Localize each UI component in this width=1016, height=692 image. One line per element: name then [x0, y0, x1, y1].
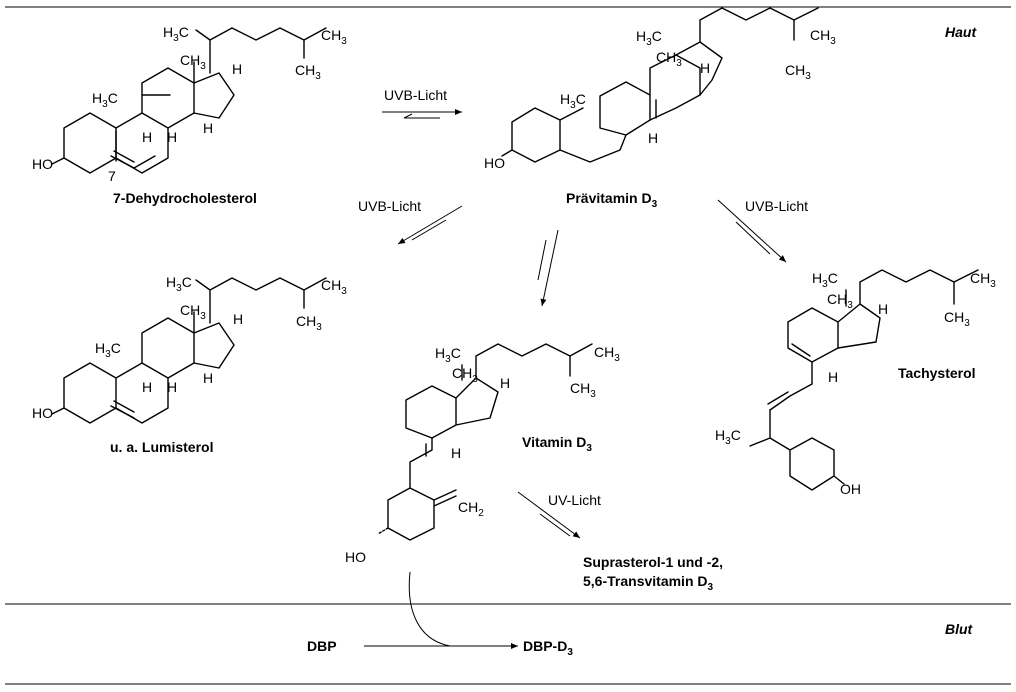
arrow-dhc-to-previtamin	[382, 109, 462, 119]
atom-ho-3: HO	[32, 405, 53, 421]
atom-ch3-4c: CH3	[452, 365, 478, 385]
atom-ch3-5c: CH3	[827, 291, 853, 311]
atom-ch3-4a: CH3	[594, 344, 620, 364]
region-label-skin: Haut	[945, 24, 977, 40]
label-dbp-d3: DBP-D3	[523, 638, 573, 658]
atom-ch3-1c: CH3	[180, 52, 206, 72]
atom-oh-5: OH	[840, 481, 861, 497]
atom-h-2b: H	[648, 130, 658, 146]
atom-h3c-5: H3C	[715, 427, 741, 447]
structure-vitamin-d3	[377, 343, 593, 541]
label-suprasterol-line2: 5,6-Transvitamin D3	[583, 573, 714, 593]
structure-previtamin-d3	[501, 7, 819, 163]
label-tachysterol: Tachysterol	[898, 365, 976, 381]
atom-ch3-5a: CH3	[970, 270, 996, 290]
atom-ch3-3a: CH3	[321, 277, 347, 297]
structure-7-dehydrocholesterol	[51, 27, 327, 174]
atom-h-1a: H	[142, 129, 152, 145]
atom-ch3-1b: CH3	[295, 62, 321, 82]
atom-h-4b: H	[451, 445, 461, 461]
atom-h-2a: H	[700, 60, 710, 76]
atom-h-4a: H	[500, 375, 510, 391]
atom-h3c-side-chain-3: H3C	[166, 274, 192, 294]
atom-h-3c: H	[167, 379, 177, 395]
atom-h3c-side-chain-2: H3C	[636, 28, 662, 48]
atom-ch3-2b: CH3	[785, 62, 811, 82]
label-dbp: DBP	[307, 638, 337, 654]
atom-h-3d: H	[203, 370, 213, 386]
arrow-previtamin-to-lumisterol	[397, 205, 463, 245]
atom-ch3-5b: CH3	[944, 309, 970, 329]
structure-lumisterol	[51, 277, 327, 424]
label-lumisterol: u. a. Lumisterol	[110, 439, 213, 455]
label-7-dehydrocholesterol: 7-Dehydrocholesterol	[113, 190, 257, 206]
structure-tachysterol	[749, 269, 979, 491]
atom-h-3a: H	[233, 311, 243, 327]
atom-ho-1: HO	[32, 156, 53, 172]
atom-h-1b: H	[167, 129, 177, 145]
atom-ch3-4b: CH3	[570, 380, 596, 400]
label-previtamin-d3: Prävitamin D3	[566, 190, 658, 210]
atom-h3c-side-chain-5: H3C	[812, 270, 838, 290]
arrow-vitamin-to-suprasterol	[517, 491, 581, 539]
atom-ho-2: HO	[484, 155, 505, 171]
atom-h3c-2: H3C	[560, 91, 586, 111]
atom-h3c-side-chain-1: H3C	[163, 24, 189, 44]
arrow-label-uvb-left: UVB-Licht	[358, 198, 421, 214]
label-vitamin-d3: Vitamin D3	[522, 434, 592, 454]
atom-ho-4: HO	[345, 549, 366, 565]
atom-ch3-3c: CH3	[180, 302, 206, 322]
atom-ch3-2a: CH3	[810, 27, 836, 47]
atom-ch2-4: CH2	[458, 499, 484, 519]
atom-h-1d: H	[203, 120, 213, 136]
atom-h-3b: H	[142, 379, 152, 395]
arrow-label-uvb-right: UVB-Licht	[745, 198, 808, 214]
label-suprasterol-line1: Suprasterol-1 und -2,	[583, 554, 723, 570]
atom-h-5a: H	[878, 301, 888, 317]
atom-h3c-3: H3C	[95, 340, 121, 360]
atom-ch3-2c: CH3	[656, 49, 682, 69]
atom-ch3-1a: CH3	[321, 27, 347, 47]
atom-h-5b: H	[828, 369, 838, 385]
arrow-dbp-to-dbp-d3	[364, 571, 518, 649]
atom-h-1c: H	[232, 61, 242, 77]
atom-h3c-1: H3C	[92, 90, 118, 110]
arrow-previtamin-to-tachysterol	[717, 199, 787, 263]
arrow-previtamin-to-vitamin	[537, 229, 559, 307]
atom-ch3-3b: CH3	[296, 313, 322, 333]
arrow-label-uv-bottom: UV-Licht	[548, 492, 601, 508]
atom-h3c-side-chain-4: H3C	[435, 345, 461, 365]
atom-label-7-1: 7	[108, 168, 116, 184]
region-label-blood: Blut	[945, 621, 974, 637]
arrow-label-uvb-top: UVB-Licht	[384, 87, 447, 103]
